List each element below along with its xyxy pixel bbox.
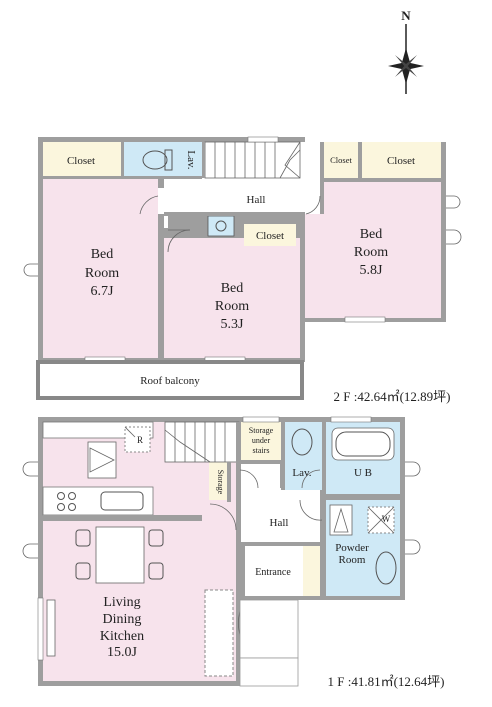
dining-table <box>95 526 145 584</box>
bedroom-right-label-2: Room <box>354 245 388 260</box>
floor-1: R <box>22 416 445 689</box>
kitchen-sink-icon <box>100 491 144 511</box>
stairs-2f <box>204 141 301 179</box>
bedroom-left-size: 6.7J <box>91 284 115 299</box>
bedroom-middle-label-2: Room <box>215 299 249 314</box>
storage-under-stairs-label-1: Storage <box>249 426 274 435</box>
hall-1f-label: Hall <box>270 517 289 529</box>
powder-room-label-2: Room <box>339 554 366 566</box>
closet-right-small <box>324 142 358 178</box>
roof-balcony-area <box>36 360 304 400</box>
ldk-size: 15.0J <box>107 645 138 660</box>
powder-room-label-1: Powder <box>335 542 369 554</box>
bedroom-middle-size: 5.3J <box>221 317 245 332</box>
hall-2f-label: Hall <box>247 194 266 206</box>
floor-2-area-label: 2 F :42.64㎡(12.89坪) <box>333 389 450 404</box>
dining-chairs-icon <box>75 529 164 580</box>
ldk-label-2: Dining <box>103 612 142 627</box>
kitchen-counter <box>42 486 154 516</box>
stove-icon <box>57 492 76 511</box>
storage-under-stairs <box>241 422 281 460</box>
roof-balcony-label: Roof balcony <box>140 375 200 387</box>
fridge-mark: R <box>137 435 143 445</box>
floor-1-area-label: 1 F :41.81㎡(12.64坪) <box>327 674 444 689</box>
lav-1f-label: Lav. <box>292 467 311 479</box>
closet-right-label: Closet <box>387 155 415 167</box>
bedroom-left-label: Bed <box>91 247 114 262</box>
lavatory-2f <box>124 142 202 178</box>
closet-left <box>43 142 121 178</box>
compass-label: N <box>401 8 411 23</box>
bedroom-middle-label: Bed <box>221 281 244 296</box>
lav-2f-label: Lav. <box>185 150 197 169</box>
north-compass-icon: N <box>388 8 424 94</box>
ldk-label-3: Kitchen <box>100 629 144 644</box>
bedroom-right-size: 5.8J <box>360 263 384 278</box>
lavatory-1f <box>284 422 322 490</box>
tv-board <box>204 589 234 677</box>
bedroom-middle-area <box>164 238 300 358</box>
bedroom-left-label-2: Room <box>85 266 119 281</box>
closet-left-label: Closet <box>67 155 95 167</box>
closet-right-small-label: Closet <box>330 155 352 165</box>
entrance-label: Entrance <box>255 567 291 578</box>
storage-1f <box>209 462 227 500</box>
bedroom-right-area <box>305 182 441 318</box>
toilet-icon <box>375 551 397 585</box>
unit-bath-label: U B <box>354 467 372 479</box>
storage-under-stairs-label-3: stairs <box>253 446 270 455</box>
floor-2: Closet Closet Closet Closet Lav. Hall Be… <box>23 136 462 404</box>
closet-middle-label: Closet <box>256 230 284 242</box>
entrance-area <box>245 546 303 596</box>
refrigerator-icon: R <box>124 426 151 453</box>
bedroom-right-label: Bed <box>360 227 383 242</box>
storage-under-stairs-label-2: under <box>252 436 271 445</box>
hall-1f-area <box>240 488 320 546</box>
stairs-1f <box>164 421 240 463</box>
washer-mark: W <box>382 514 391 524</box>
washer-icon: W <box>367 506 395 534</box>
closet-middle <box>244 224 296 246</box>
bedroom-left-area <box>43 178 158 358</box>
ldk-label-1: Living <box>103 595 140 610</box>
storage-1f-label: Storage <box>216 470 225 495</box>
closet-right <box>362 142 441 178</box>
